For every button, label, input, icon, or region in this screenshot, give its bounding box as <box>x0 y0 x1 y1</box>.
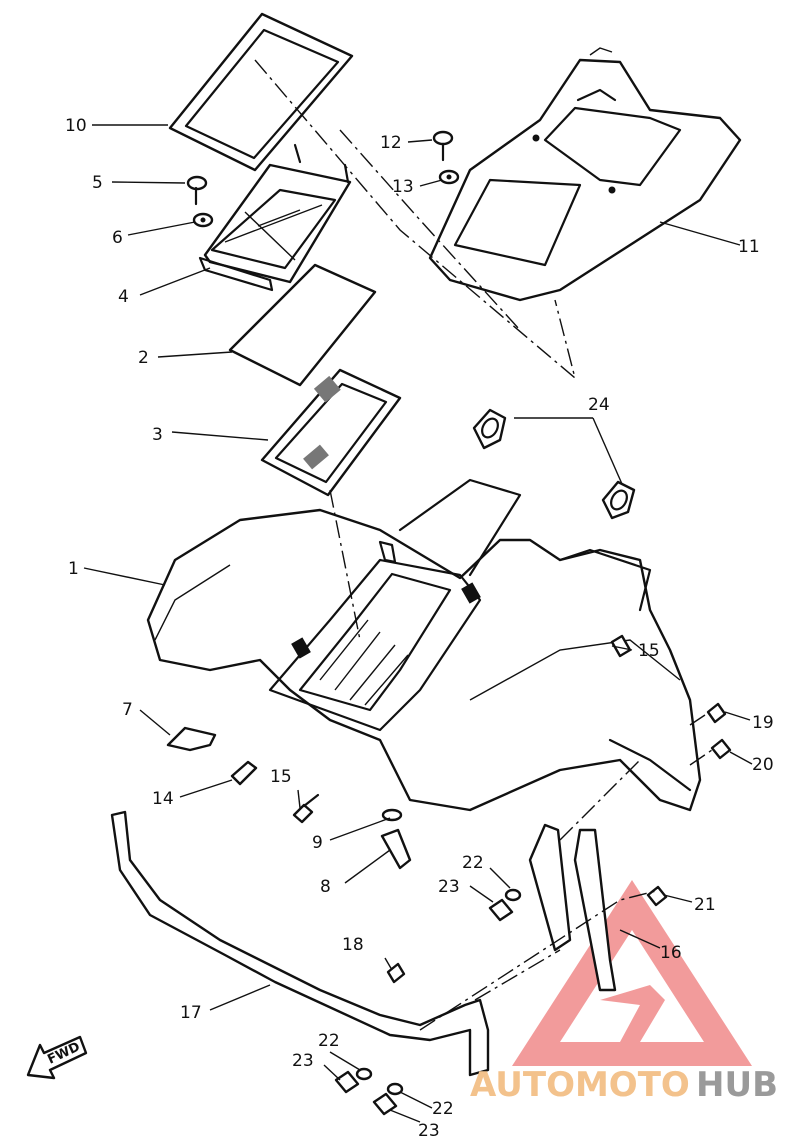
part-1-fender <box>146 478 702 812</box>
part-5-screw <box>186 175 208 206</box>
callout-2: 2 <box>138 348 149 368</box>
callout-5: 5 <box>92 173 103 193</box>
callout-3: 3 <box>152 425 163 445</box>
part-24-grommets <box>472 408 636 520</box>
part-22-washers <box>355 888 522 1096</box>
callout-18: 18 <box>342 935 364 955</box>
leader-lines <box>83 59 753 1123</box>
callout-23-bottom: 23 <box>418 1121 440 1141</box>
watermark-logo <box>512 880 752 1066</box>
part-17-bar <box>110 810 490 1077</box>
part-16-brackets <box>528 823 617 992</box>
watermark-brand-part2: HUB <box>696 1065 778 1105</box>
part-2-pad <box>228 263 377 387</box>
callout-11: 11 <box>738 237 760 257</box>
forward-direction-marker: FWD <box>26 1035 88 1080</box>
callout-20: 20 <box>752 755 774 775</box>
part-15-bolt-left <box>292 793 320 824</box>
callout-22-left: 22 <box>318 1031 340 1051</box>
callout-14: 14 <box>152 789 174 809</box>
callout-10: 10 <box>65 116 87 136</box>
callout-1: 1 <box>68 559 79 579</box>
part-3-frame <box>260 368 402 497</box>
part-6-washer <box>192 212 214 228</box>
watermark-triangle-icon <box>512 880 752 1066</box>
callout-16: 16 <box>660 943 682 963</box>
callout-15-right: 15 <box>638 641 660 661</box>
callout-21: 21 <box>694 895 716 915</box>
callout-23-left: 23 <box>292 1051 314 1071</box>
callout-6: 6 <box>112 228 123 248</box>
callout-12: 12 <box>380 133 402 153</box>
callout-9: 9 <box>312 833 323 853</box>
part-4-tray <box>198 143 352 292</box>
callout-7: 7 <box>122 700 133 720</box>
part-10-gasket <box>168 12 354 172</box>
callout-19: 19 <box>752 713 774 733</box>
callout-15-left: 15 <box>270 767 292 787</box>
callout-17: 17 <box>180 1003 202 1023</box>
part-14-clip <box>230 760 258 786</box>
forward-arrow-icon <box>26 1035 88 1080</box>
part-23-nuts <box>334 898 514 1116</box>
callout-4: 4 <box>118 287 129 307</box>
part-7-bracket <box>166 726 217 752</box>
part-8-tube <box>380 828 412 870</box>
watermark-text: AUTOMOTO HUB <box>470 1065 778 1105</box>
part-9-clamp <box>381 808 403 822</box>
callout-22-bottom: 22 <box>432 1099 454 1119</box>
callout-22-top: 22 <box>462 853 484 873</box>
part-13-washer <box>438 169 460 185</box>
callout-8: 8 <box>320 877 331 897</box>
callout-labels: 10 5 6 4 2 3 1 7 14 15 9 8 12 13 11 24 1… <box>65 116 774 1141</box>
part-19-bolt <box>706 702 727 724</box>
watermark-brand-part1: AUTOMOTO <box>470 1065 690 1105</box>
part-21-bolt <box>646 885 668 907</box>
part-11-cover <box>428 47 742 302</box>
part-20-bolt <box>710 738 732 760</box>
part-12-screw <box>432 130 454 162</box>
callout-13: 13 <box>392 177 414 197</box>
callout-23-top: 23 <box>438 877 460 897</box>
part-18-bolt <box>386 962 406 984</box>
callout-24: 24 <box>588 395 610 415</box>
